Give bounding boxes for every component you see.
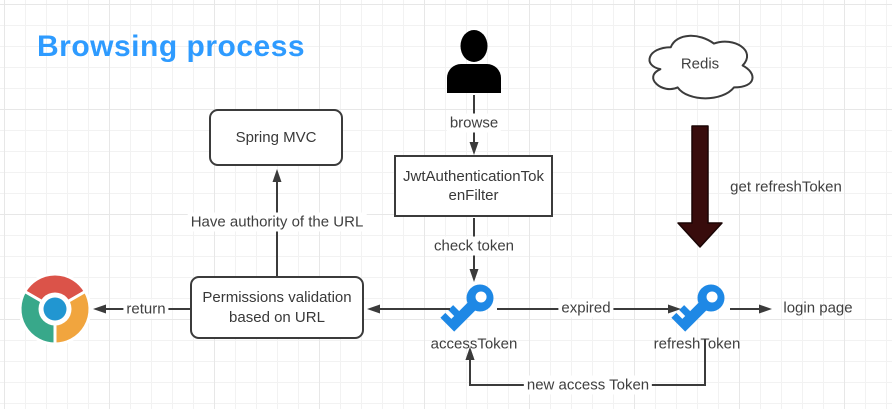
edge-new-access-token-label: new access Token bbox=[523, 375, 653, 395]
node-redis-label: Redis bbox=[680, 55, 720, 73]
edge-token-to-permissions bbox=[367, 304, 450, 314]
node-spring-mvc[interactable]: Spring MVC bbox=[209, 109, 343, 166]
edge-to-login-page bbox=[730, 304, 772, 314]
edge-browse-label: browse bbox=[446, 113, 502, 133]
get-refresh-token-arrow-icon[interactable] bbox=[677, 125, 723, 248]
node-permissions-label: Permissions validation based on URL bbox=[202, 289, 352, 326]
node-permissions-validation[interactable]: Permissions validation based on URL bbox=[190, 276, 364, 339]
chrome-blue-center bbox=[43, 297, 67, 321]
node-spring-mvc-label: Spring MVC bbox=[235, 128, 317, 146]
page-title: Browsing process bbox=[37, 30, 306, 63]
node-login-page-label: login page bbox=[783, 299, 853, 317]
chrome-icon[interactable] bbox=[18, 272, 92, 346]
chrome-red-segment bbox=[23, 272, 87, 311]
node-refresh-token-label: refreshToken bbox=[653, 335, 741, 353]
edge-check-token-label: check token bbox=[430, 236, 518, 256]
edge-return-label: return bbox=[123, 299, 169, 319]
node-access-token-label: accessToken bbox=[430, 335, 518, 353]
edge-expired-label: expired bbox=[558, 298, 614, 318]
edge-get-refresh-token-label: get refreshToken bbox=[730, 178, 842, 196]
node-jwt-filter-label: JwtAuthenticationTokenFilter bbox=[403, 167, 544, 205]
person-icon[interactable] bbox=[447, 30, 501, 93]
edge-have-authority-label: Have authority of the URL bbox=[187, 212, 367, 232]
node-jwt-filter[interactable]: JwtAuthenticationTokenFilter bbox=[394, 155, 553, 217]
redis-cloud-shape[interactable] bbox=[648, 34, 754, 100]
